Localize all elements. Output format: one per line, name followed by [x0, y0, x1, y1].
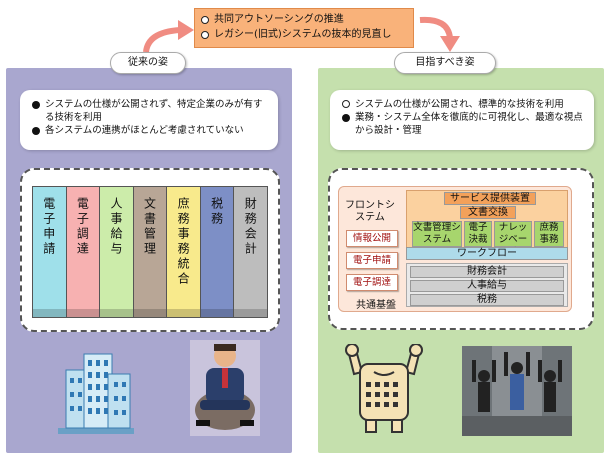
note-text: システムの仕様が公開され、標準的な技術を利用 [355, 99, 564, 110]
seated-businessman-icon [190, 340, 260, 436]
gray-box-tax: 税務 [410, 294, 564, 306]
circle-bullet-icon [201, 15, 209, 24]
note-item: 各システムの連携がほとんど考慮されていない [32, 124, 270, 137]
system-column-personnel-payroll: 人事給与 [100, 187, 134, 317]
bullet-icon [32, 101, 40, 109]
column-label: 人事給与 [108, 197, 123, 257]
column-label: 財務会計 [243, 197, 258, 257]
column-label: 庶務事務統合 [176, 197, 191, 287]
note-item: システムの仕様が公開されず、特定企業のみが有する技術を利用 [32, 98, 270, 124]
arrow-up-icon [143, 20, 194, 53]
column-label: 税務 [209, 197, 224, 227]
system-column-e-application: 電子申請 [33, 187, 67, 317]
arrow-down-icon [419, 16, 460, 52]
front-item-disclosure: 情報公開 [346, 230, 398, 247]
note-item: システムの仕様が公開され、標準的な技術を利用 [342, 98, 586, 111]
target-state-title: 目指すべき姿 [394, 52, 496, 74]
legacy-system-columns: 電子申請 電子調達 人事給与 文書管理 庶務事務統合 税務 財務会計 [32, 186, 268, 318]
note-item: 業務・システム全体を徹底的に可視化し、最適な視点から設計・管理 [342, 111, 586, 137]
green-box-document-system: 文書管理システム [412, 221, 462, 247]
system-column-financial-accounting: 財務会計 [234, 187, 268, 317]
column-label: 電子調達 [75, 197, 90, 257]
note-text: システムの仕様が公開されず、特定企業のみが有する技術を利用 [45, 99, 263, 123]
column-label: 電子申請 [41, 197, 56, 257]
current-state-title: 従来の姿 [110, 52, 186, 74]
cheering-building-icon [345, 344, 423, 433]
bullet-icon [342, 114, 350, 122]
gray-box-personnel-payroll: 人事給与 [410, 280, 564, 292]
green-box-e-approval: 電子決裁 [464, 221, 492, 247]
system-column-e-procurement: 電子調達 [66, 187, 101, 317]
note-text: 業務・システム全体を徹底的に可視化し、最適な視点から設計・管理 [355, 112, 583, 136]
front-item-e-procurement: 電子調達 [346, 274, 398, 291]
bullet-icon [32, 127, 40, 135]
circle-bullet-icon [201, 30, 209, 39]
top-banner: 共同アウトソーシングの推進 レガシー(旧式)システムの抜本的見直し [194, 8, 414, 48]
workflow-bar: ワークフロー [406, 247, 568, 260]
document-exchange-box: 文書交換 [460, 206, 516, 219]
common-platform-label: 共通基盤 [356, 300, 396, 311]
banner-item: 共同アウトソーシングの推進 [201, 12, 407, 27]
system-column-general-affairs: 庶務事務統合 [167, 187, 201, 317]
gray-box-financial-accounting: 財務会計 [410, 266, 564, 278]
target-state-notes: システムの仕様が公開され、標準的な技術を利用 業務・システム全体を徹底的に可視化… [330, 90, 594, 150]
system-column-tax: 税務 [200, 187, 235, 317]
office-building-icon [58, 353, 134, 434]
cheering-team-photo-icon [462, 346, 572, 436]
banner-item: レガシー(旧式)システムの抜本的見直し [201, 27, 407, 42]
current-state-notes: システムの仕様が公開されず、特定企業のみが有する技術を利用 各システムの連携がほ… [20, 90, 278, 150]
green-box-knowledge-base: ナレッジベース [494, 221, 532, 257]
service-provider-box: サービス提供装置 [444, 192, 536, 205]
front-system-title: フロントシステム [345, 200, 395, 223]
note-text: 各システムの連携がほとんど考慮されていない [45, 125, 244, 136]
column-label: 文書管理 [142, 197, 157, 257]
system-column-document-management: 文書管理 [133, 187, 168, 317]
circle-bullet-icon [342, 100, 350, 108]
front-item-e-application: 電子申請 [346, 252, 398, 269]
banner-text: レガシー(旧式)システムの抜本的見直し [214, 29, 392, 40]
green-box-general-affairs: 庶務事務 [534, 221, 564, 247]
banner-text: 共同アウトソーシングの推進 [214, 14, 344, 25]
